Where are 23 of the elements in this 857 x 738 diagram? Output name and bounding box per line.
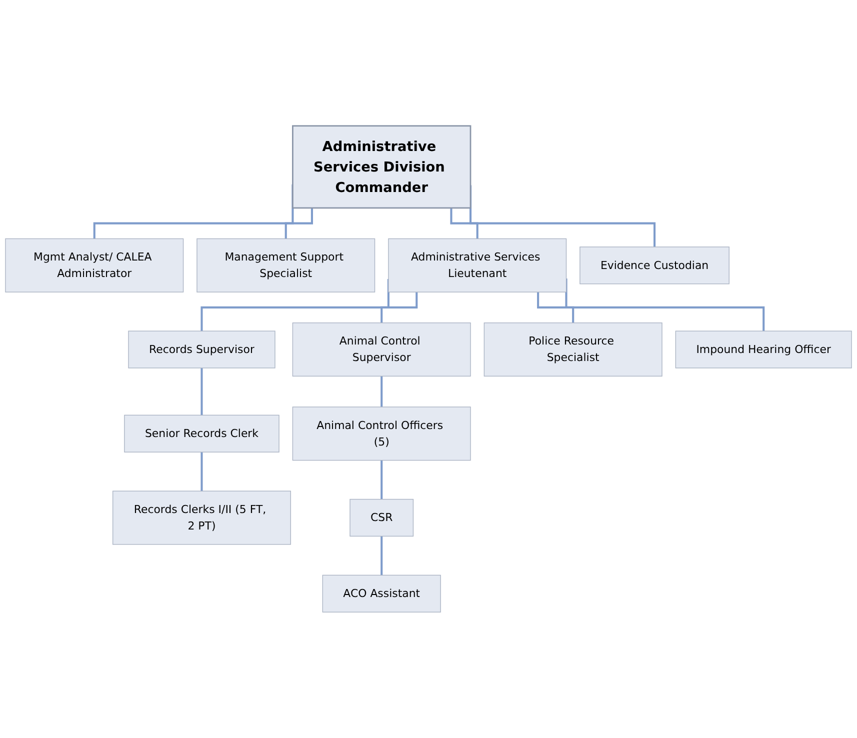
node-box: Police Resource Specialist	[484, 322, 662, 377]
node-box: Mgmt Analyst/ CALEA Administrator	[5, 238, 184, 292]
node-box: Records Supervisor	[128, 330, 276, 368]
node-box: Administrative Services Division Commander	[292, 125, 472, 209]
node-box: Evidence Custodian	[580, 246, 730, 284]
connector	[380, 460, 383, 500]
connector	[537, 292, 574, 324]
node-box: ACO Assistant	[322, 574, 441, 612]
node-box: Impound Hearing Officer	[675, 330, 852, 368]
connector	[450, 208, 478, 240]
node-box: Animal Control Supervisor	[292, 322, 471, 377]
node-box: Animal Control Officers (5)	[292, 406, 471, 461]
connector	[380, 536, 383, 576]
connector	[380, 376, 383, 408]
connector	[284, 208, 313, 240]
node-box: CSR	[350, 498, 414, 537]
node-box: Senior Records Clerk	[124, 414, 280, 452]
node-box: Administrative Services Lieutenant	[388, 238, 567, 292]
node-box: Records Clerks I/II (5 FT, 2 PT)	[112, 490, 291, 545]
node-box: Management Support Specialist	[196, 238, 376, 292]
connector	[200, 452, 203, 492]
connector	[380, 292, 418, 324]
connector	[200, 368, 203, 416]
